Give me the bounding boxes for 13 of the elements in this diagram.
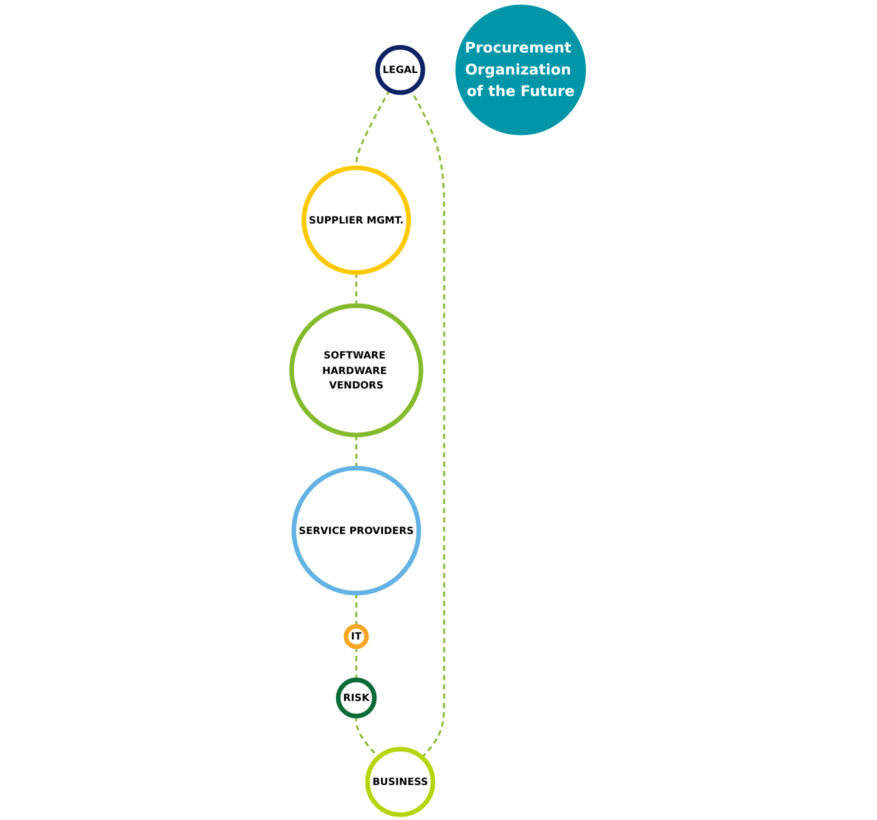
connector bbox=[410, 89, 446, 758]
node-circle: SUPPLIER MGMT. bbox=[302, 165, 411, 275]
node-circle: BUSINESS bbox=[365, 746, 436, 818]
connector bbox=[355, 272, 358, 306]
node-circle: Procurement Organization of the Future bbox=[455, 4, 586, 136]
connector bbox=[355, 435, 358, 468]
node-circle: SOFTWARE HARDWARE VENDORS bbox=[289, 303, 424, 438]
connector bbox=[355, 593, 358, 626]
node-circle: SERVICE PROVIDERS bbox=[292, 466, 422, 596]
node-circle: RISK bbox=[336, 678, 377, 718]
node-circle: LEGAL bbox=[375, 45, 426, 95]
node-circle: IT bbox=[344, 624, 369, 650]
connector bbox=[355, 646, 358, 680]
